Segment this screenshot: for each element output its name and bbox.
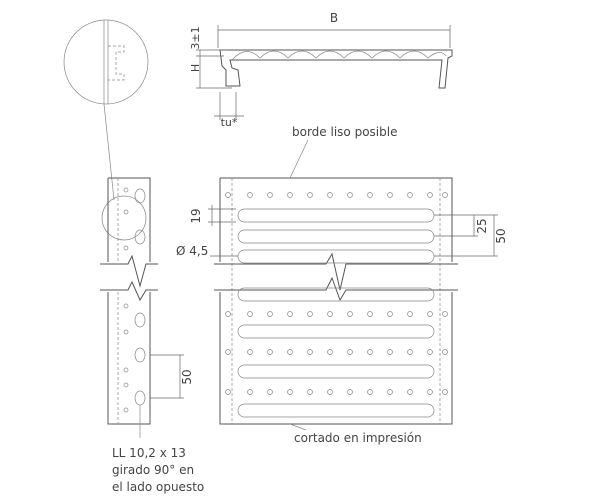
slot-note-line-3: el lado opuesto	[112, 480, 204, 494]
plan-dim-50: 50	[494, 228, 508, 243]
slot-note-line-1: LL 10,2 x 13	[112, 446, 186, 460]
cut-note: cortado en impresión	[294, 431, 422, 445]
edge-note: borde liso posible	[292, 125, 397, 139]
cross-section	[196, 25, 453, 120]
plan-dim-19: 19	[189, 208, 203, 223]
plan-view	[208, 139, 498, 431]
side-view	[100, 177, 184, 438]
detail-circle	[63, 19, 149, 241]
plan-dim-25: 25	[475, 218, 489, 233]
height-label: H	[189, 64, 202, 72]
slot-note-line-2: girado 90° en	[112, 463, 194, 477]
height-tolerance-label: 3±1	[189, 26, 202, 49]
thickness-label: tu*	[221, 116, 238, 129]
width-label: B	[330, 11, 338, 25]
hole-diameter-label: Ø 4,5	[176, 244, 208, 258]
side-dim-50: 50	[180, 369, 194, 384]
